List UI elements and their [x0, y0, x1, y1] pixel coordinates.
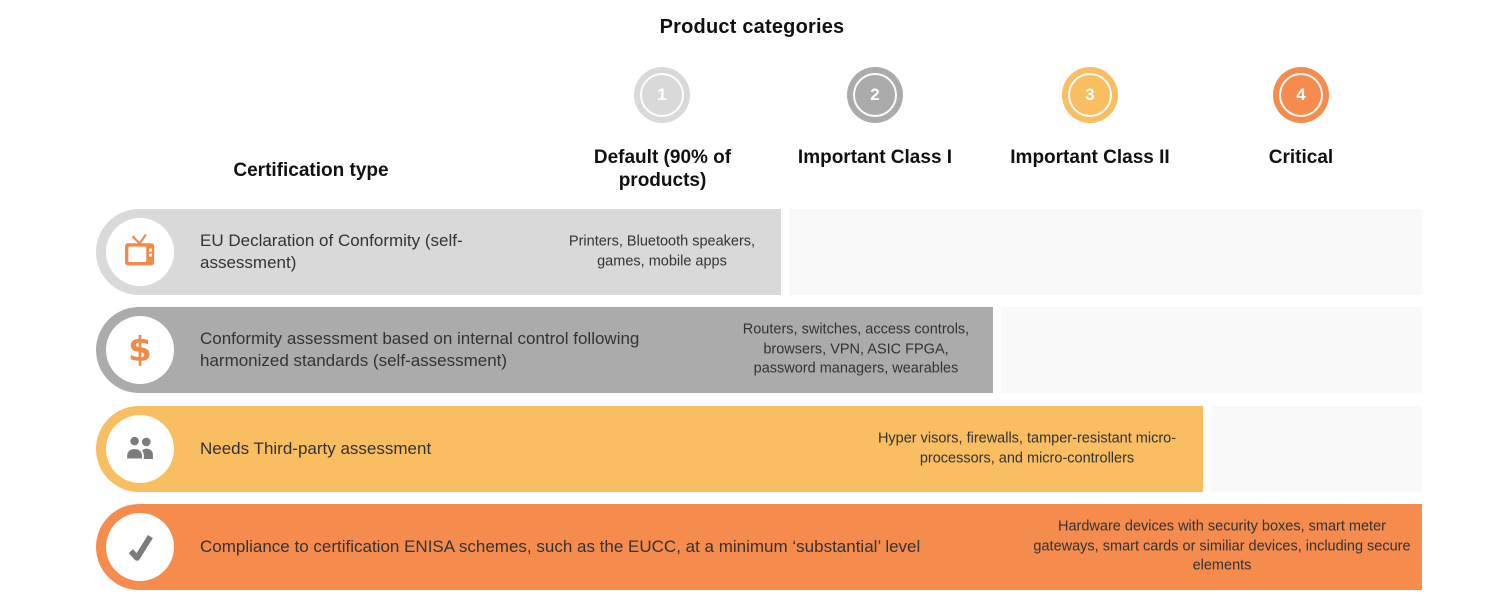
check-icon [128, 535, 153, 561]
certification-title: EU Declaration of Conformity (self-asses… [200, 230, 463, 272]
row-track [1001, 307, 1422, 393]
row-bar: EU Declaration of Conformity (self-asses… [96, 209, 781, 295]
product-examples: Printers, Bluetooth speakers, games, mob… [568, 233, 756, 269]
certification-type-header: Certification type [233, 160, 389, 181]
certification-row-internal-control: $ Conformity assessment based on interna… [96, 307, 1422, 393]
circle-ring: 2 [853, 73, 897, 117]
tv-icon [125, 233, 155, 266]
column-header-important-class-1: Important Class I [797, 147, 953, 168]
row-icon-circle: $ [106, 316, 174, 384]
row-track [789, 209, 1422, 295]
row-bar: Needs Third-party assessment Hyper visor… [96, 406, 1203, 492]
category-number: 3 [1085, 85, 1095, 104]
certification-title: Needs Third-party assessment [200, 438, 432, 458]
column-header-important-class-2: Important Class II [1010, 147, 1170, 168]
product-examples: Hyper visors, firewalls, tamper-resistan… [877, 430, 1177, 466]
product-examples: Hardware devices with security boxes, sm… [1033, 518, 1411, 574]
row-icon-circle [106, 218, 174, 286]
category-circle-3: 3 [1062, 67, 1118, 123]
certification-row-enisa-compliance: Compliance to certification ENISA scheme… [96, 504, 1422, 590]
category-number: 2 [870, 85, 880, 104]
page-title: Product categories [659, 16, 845, 38]
category-circle-2: 2 [847, 67, 903, 123]
row-bar: Compliance to certification ENISA scheme… [96, 504, 1422, 590]
circle-ring: 3 [1068, 73, 1112, 117]
row-bar: $ Conformity assessment based on interna… [96, 307, 993, 393]
column-header-critical: Critical [1268, 147, 1334, 168]
category-number: 4 [1296, 85, 1306, 104]
row-icon-circle [106, 415, 174, 483]
category-circle-1: 1 [634, 67, 690, 123]
dollar-icon: $ [128, 330, 152, 370]
column-header-default: Default (90% of products) [593, 147, 732, 192]
certification-title: Compliance to certification ENISA scheme… [200, 536, 921, 556]
product-examples: Routers, switches, access controls, brow… [742, 321, 970, 377]
category-circle-4: 4 [1273, 67, 1329, 123]
certification-row-eu-declaration: EU Declaration of Conformity (self-asses… [96, 209, 1422, 295]
category-number: 1 [657, 85, 667, 104]
row-icon-circle [106, 513, 174, 581]
certification-title: Conformity assessment based on internal … [200, 328, 640, 370]
circle-ring: 1 [640, 73, 684, 117]
people-icon [125, 435, 153, 461]
certification-row-third-party: Needs Third-party assessment Hyper visor… [96, 406, 1422, 492]
circle-ring: 4 [1279, 73, 1323, 117]
row-track [1211, 406, 1422, 492]
